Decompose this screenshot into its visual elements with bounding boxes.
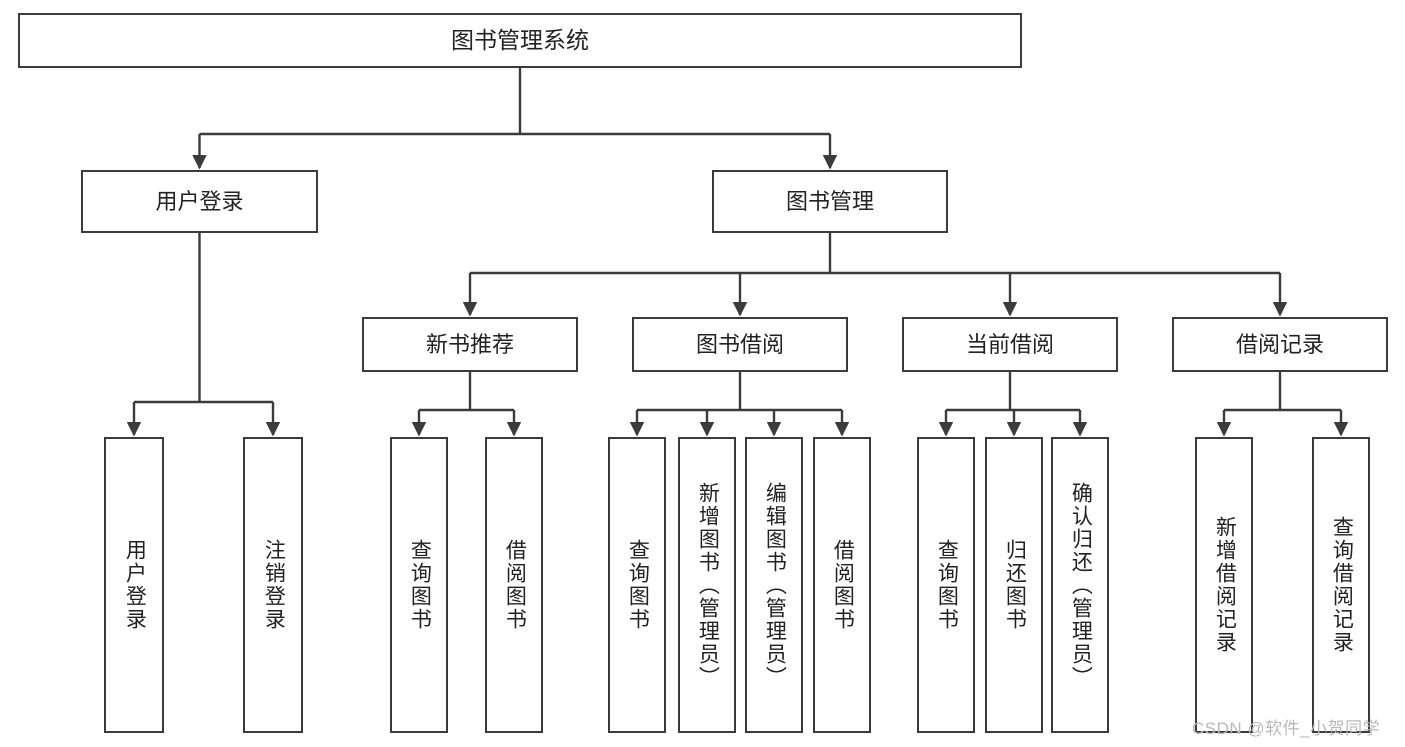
node-leaf-3[interactable]: 借阅图书	[485, 437, 543, 733]
node-leaf-11[interactable]: 新增借阅记录	[1195, 437, 1253, 733]
node-label: 新书推荐	[425, 331, 514, 357]
node-label: 查询图书	[935, 539, 959, 631]
node-label: 借阅记录	[1235, 331, 1324, 357]
node-level2-1[interactable]: 图书借阅	[632, 317, 848, 372]
node-leaf-7[interactable]: 借阅图书	[813, 437, 871, 733]
node-leaf-9[interactable]: 归还图书	[985, 437, 1043, 733]
node-label: 查询借阅记录	[1330, 516, 1354, 654]
node-label: 图书管理系统	[451, 26, 589, 53]
node-root[interactable]: 图书管理系统	[18, 13, 1022, 68]
node-leaf-8[interactable]: 查询图书	[917, 437, 975, 733]
node-label: 借阅图书	[503, 539, 527, 631]
node-label: 注销登录	[262, 539, 286, 631]
node-label: 新增图书（管理员）	[696, 481, 720, 689]
node-leaf-0[interactable]: 用户登录	[104, 437, 164, 733]
node-level2-0[interactable]: 新书推荐	[362, 317, 578, 372]
node-label: 用户登录	[123, 539, 147, 631]
node-label: 查询图书	[408, 539, 432, 631]
node-level2-3[interactable]: 借阅记录	[1172, 317, 1388, 372]
node-label: 归还图书	[1003, 539, 1027, 631]
node-leaf-4[interactable]: 查询图书	[608, 437, 666, 733]
node-label: 编辑图书（管理员）	[763, 481, 787, 689]
node-leaf-10[interactable]: 确认归还（管理员）	[1051, 437, 1109, 733]
node-label: 用户登录	[155, 188, 244, 214]
watermark-text: CSDN @软件_小贺同学	[1192, 719, 1381, 738]
node-label: 借阅图书	[831, 539, 855, 631]
node-level1-1[interactable]: 图书管理	[712, 170, 948, 233]
node-leaf-12[interactable]: 查询借阅记录	[1312, 437, 1370, 733]
node-label: 新增借阅记录	[1213, 516, 1237, 654]
node-leaf-2[interactable]: 查询图书	[390, 437, 448, 733]
node-leaf-1[interactable]: 注销登录	[243, 437, 303, 733]
node-label: 图书管理	[785, 188, 874, 214]
node-label: 当前借阅	[965, 331, 1054, 357]
node-label: 图书借阅	[695, 331, 784, 357]
node-level1-0[interactable]: 用户登录	[81, 170, 318, 233]
node-level2-2[interactable]: 当前借阅	[902, 317, 1118, 372]
node-leaf-6[interactable]: 编辑图书（管理员）	[745, 437, 803, 733]
node-label: 确认归还（管理员）	[1069, 481, 1093, 689]
node-leaf-5[interactable]: 新增图书（管理员）	[678, 437, 736, 733]
node-label: 查询图书	[626, 539, 650, 631]
